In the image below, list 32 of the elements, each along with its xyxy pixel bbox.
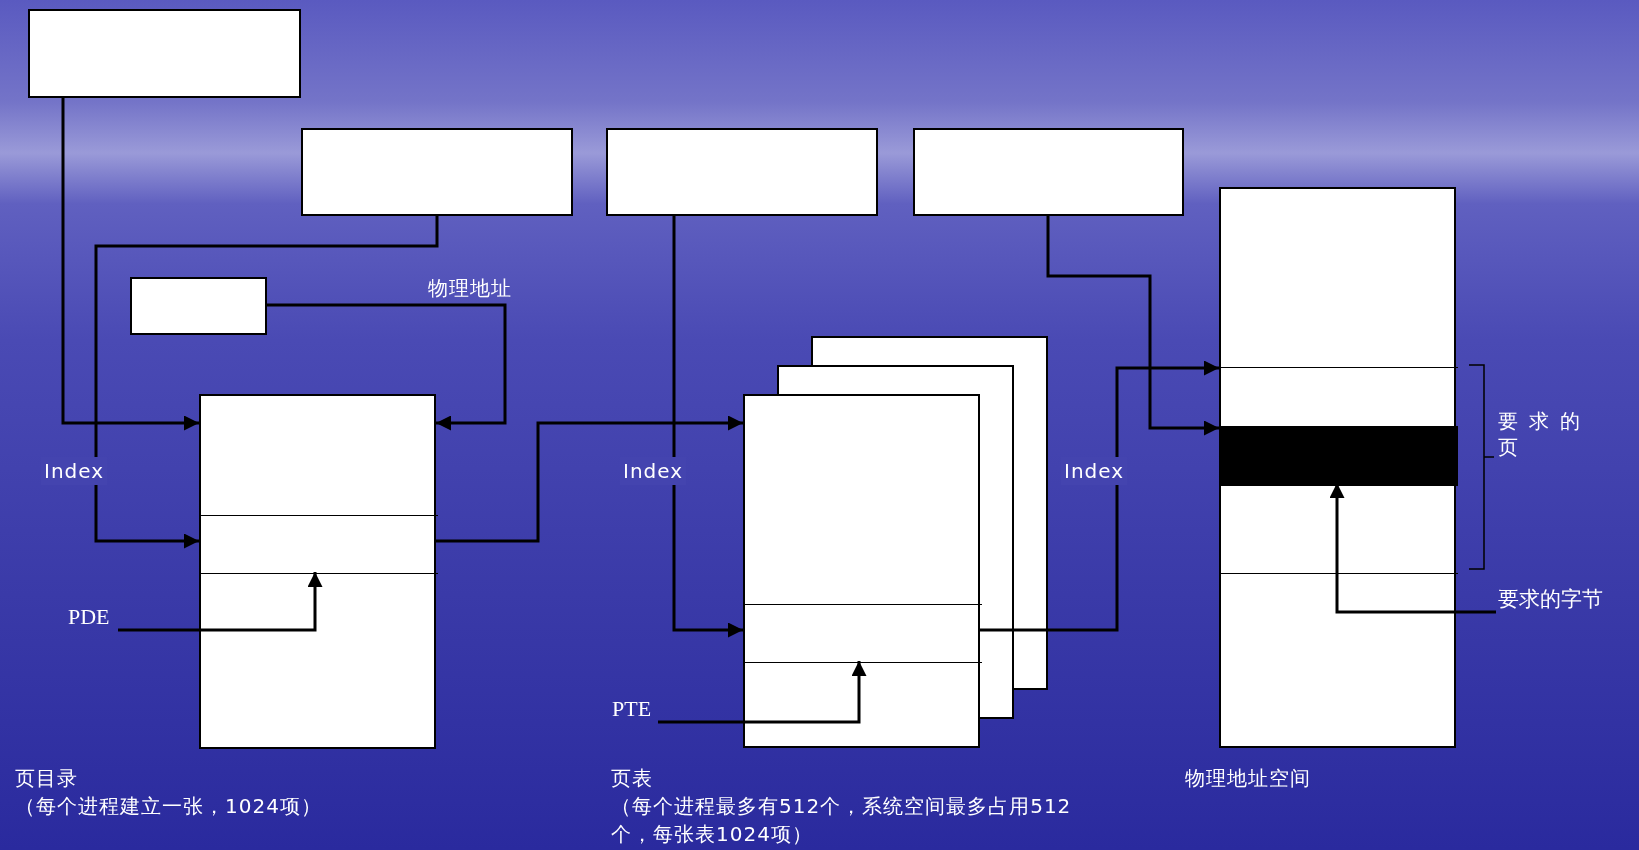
blank-box bbox=[606, 128, 878, 216]
page-region bbox=[1221, 367, 1458, 574]
table-row bbox=[745, 604, 982, 663]
entry-label: PTE bbox=[612, 696, 652, 722]
arrow bbox=[1046, 216, 1219, 436]
edge-label: 物理地址 bbox=[427, 275, 513, 302]
table-title: 物理地址空间 bbox=[1185, 765, 1311, 792]
bracket-label: 要求的页 bbox=[1498, 408, 1592, 460]
arrow bbox=[61, 98, 199, 431]
blank-box bbox=[913, 128, 1184, 216]
blank-box bbox=[28, 9, 301, 98]
table-title: 页表 bbox=[611, 765, 653, 792]
arrow bbox=[658, 661, 867, 724]
table-title: 页目录 bbox=[15, 765, 78, 792]
blank-box bbox=[130, 277, 267, 335]
table-box bbox=[199, 394, 436, 749]
blank-box bbox=[301, 128, 573, 216]
arrow bbox=[436, 415, 743, 543]
table-row bbox=[201, 515, 438, 574]
arrow bbox=[672, 216, 743, 638]
arrow bbox=[118, 572, 323, 632]
filled-band bbox=[1221, 426, 1458, 486]
arrow bbox=[980, 360, 1219, 632]
arrow bbox=[1329, 483, 1496, 614]
arrow bbox=[267, 303, 507, 431]
arrow bbox=[94, 216, 439, 549]
table-box bbox=[743, 394, 980, 748]
table-note: （每个进程最多有512个，系统空间最多占用512个，每张表1024项） bbox=[611, 793, 1073, 848]
entry-label: PDE bbox=[68, 604, 110, 630]
table-note: （每个进程建立一张，1024项） bbox=[15, 793, 322, 820]
entry-label: 要求的字节 bbox=[1498, 586, 1603, 612]
memory-box bbox=[1219, 187, 1456, 748]
